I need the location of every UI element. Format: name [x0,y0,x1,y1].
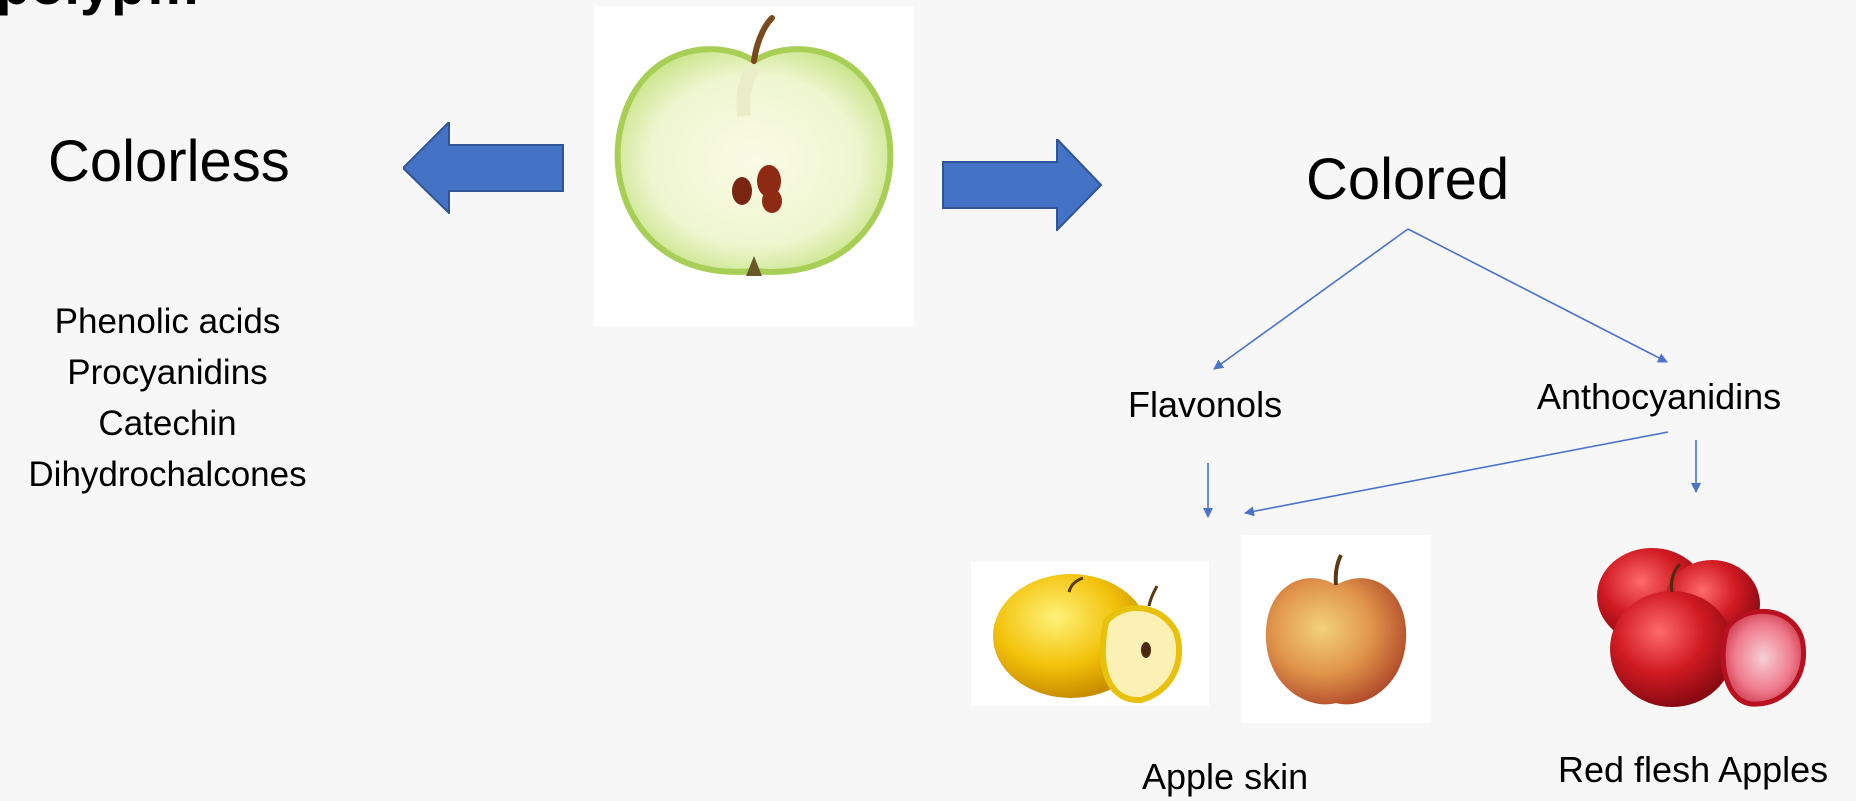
colored-to-anthocyanidins-arrow [1408,229,1667,362]
red-flesh-apples-image [1562,534,1822,718]
flavonols-label: Flavonols [1128,384,1282,426]
red-yellow-apple-image [1241,535,1431,723]
anthocyanidins-label: Anthocyanidins [1537,376,1781,418]
anthocyanidins-to-skin-arrow [1245,432,1668,513]
colored-to-flavonols-arrow [1214,229,1408,369]
yellow-apple-image [971,562,1209,706]
apple-skin-label: Apple skin [1142,756,1308,798]
red-flesh-apples-label: Red flesh Apples [1558,749,1828,791]
red-flesh-apples-icon [1562,534,1822,718]
yellow-apple-icon [971,562,1209,706]
red-yellow-apple-icon [1241,535,1431,723]
